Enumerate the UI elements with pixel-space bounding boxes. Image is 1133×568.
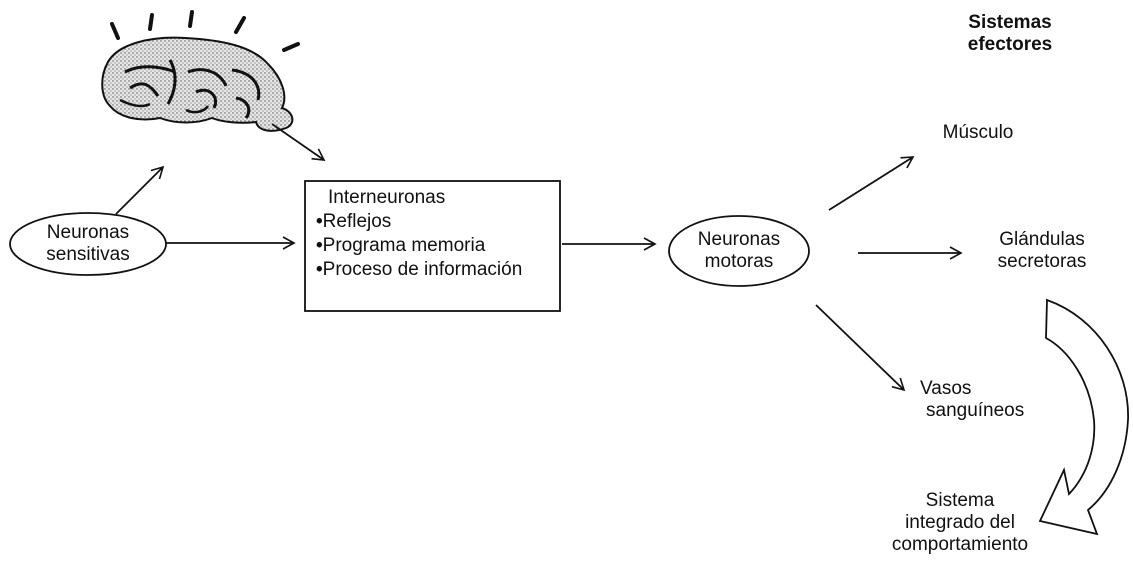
motor-neurons-label: Neuronas motoras [679, 229, 799, 273]
interneurons-item-reflexes: •Reflejos [316, 211, 522, 235]
motor-line2: motoras [704, 251, 774, 272]
header-title-line1: Sistemas [968, 12, 1052, 33]
arrow-brain-to-interneurons [271, 123, 326, 161]
sensory-neurons-label: Neuronas sensitivas [28, 222, 148, 266]
muscle-label: Músculo [942, 122, 1014, 143]
brain-ray-5 [282, 42, 300, 52]
item-label: Proceso de información [322, 259, 523, 280]
motor-neurons-node [668, 215, 810, 287]
arrow-sensory-to-brain [115, 165, 165, 215]
sensory-line1: Neuronas [46, 222, 130, 243]
interneurons-item-memory: •Programa memoria [316, 235, 522, 259]
integrated-line3: comportamiento [891, 534, 1029, 555]
arrow-motor-to-muscle [828, 156, 915, 211]
item-label: Programa memoria [322, 235, 486, 256]
motor-line1: Neuronas [697, 229, 781, 250]
effector-glands: Glándulas secretoras [982, 229, 1102, 273]
bullet-icon: • [316, 235, 323, 256]
interneurons-title: Interneuronas [328, 187, 446, 208]
integrated-system-label: Sistema integrado del comportamiento [880, 490, 1040, 556]
item-label: Reflejos [322, 211, 392, 232]
arrow-motor-to-vessels [815, 304, 906, 392]
brain-ray-4 [234, 16, 246, 34]
bullet-icon: • [316, 211, 323, 232]
interneurons-box [304, 180, 561, 312]
vessels-line1: Vasos [920, 378, 972, 399]
curved-arrow-icon [1038, 298, 1129, 536]
effector-muscle: Músculo [928, 122, 1028, 144]
brain-body [101, 36, 294, 132]
header-title: Sistemas efectores [950, 12, 1070, 56]
glands-line1: Glándulas [999, 229, 1085, 250]
sensory-neurons-node [9, 212, 167, 276]
interneurons-content: Interneuronas •Reflejos •Programa memori… [316, 187, 522, 283]
interneurons-item-processing: •Proceso de información [316, 259, 522, 283]
integrated-line2: integrado del [905, 512, 1015, 533]
bullet-icon: • [316, 259, 323, 280]
brain-ray-2 [148, 13, 154, 31]
brain-ray-1 [110, 22, 120, 40]
header-title-line2: efectores [967, 34, 1053, 55]
sensory-line2: sensitivas [46, 244, 130, 265]
effector-vessels: Vasos sanguíneos [920, 378, 1030, 422]
glands-line2: secretoras [997, 251, 1087, 272]
brain-icon [101, 10, 300, 132]
vessels-line2: sanguíneos [926, 400, 1025, 421]
brain-ray-3 [188, 10, 194, 28]
integrated-line1: Sistema [925, 490, 995, 511]
